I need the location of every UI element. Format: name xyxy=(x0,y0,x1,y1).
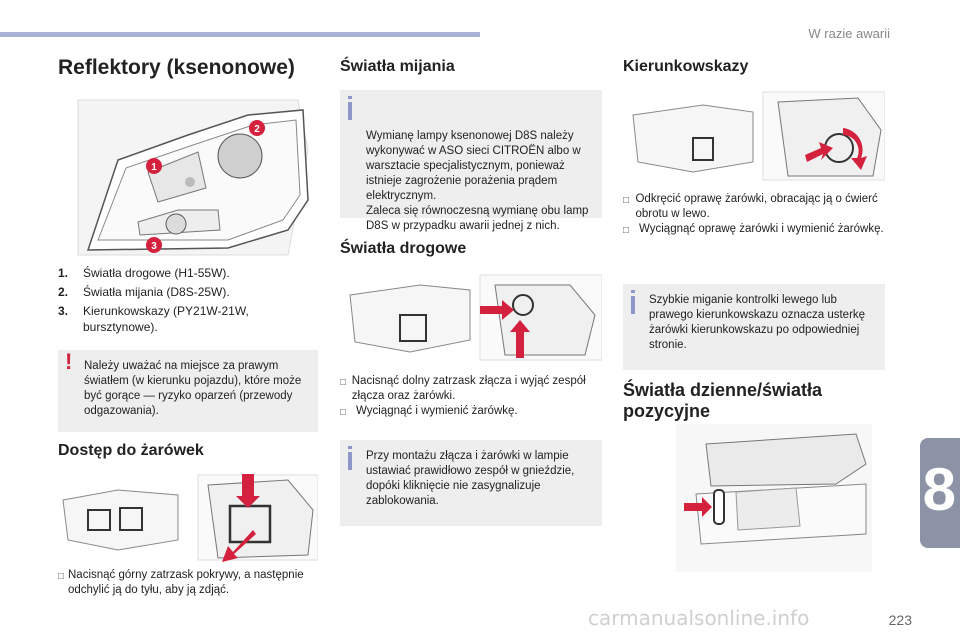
marker-1-label: 1 xyxy=(151,162,157,173)
watermark: carmanualsonline.info xyxy=(588,606,810,630)
marker-3-icon: 3 xyxy=(146,237,162,253)
marker-2-icon: 2 xyxy=(249,120,265,136)
legend-item: 2. Światła mijania (D8S-25W). xyxy=(58,284,318,300)
high-beam-info-text: Przy montażu złącza i żarówki w lampie u… xyxy=(366,450,575,507)
square-bullet-icon: □ xyxy=(623,195,630,206)
square-bullet-icon: □ xyxy=(58,571,65,582)
high-beam-title: Światła drogowe xyxy=(340,240,467,257)
access-illustration xyxy=(58,470,318,562)
high-beam-info-box: Przy montażu złącza i żarówki w lampie u… xyxy=(340,440,602,526)
low-beam-title: Światła mijania xyxy=(340,58,455,75)
square-bullet-icon: □ xyxy=(340,407,347,418)
step-text: Nacisnąć górny zatrzask pokrywy, a nastę… xyxy=(68,569,304,596)
turn-signal-info-box: Szybkie miganie kontrolki lewego lub pra… xyxy=(623,284,885,370)
step-item: □ Nacisnąć dolny zatrzask złącza i wyjąć … xyxy=(340,374,602,404)
warning-box: ! Należy uważać na miejsce za prawym świ… xyxy=(58,350,318,432)
drl-illustration xyxy=(676,424,872,572)
legend-item: 3. Kierunkowskazy (PY21W-21W, bursztynowe… xyxy=(58,303,318,335)
high-beam-illustration xyxy=(340,270,602,362)
chapter-tab xyxy=(920,438,960,548)
headlamps-title: Reflektory (ksenonowe) xyxy=(58,56,295,79)
marker-1-icon: 1 xyxy=(146,158,162,174)
marker-2-label: 2 xyxy=(254,124,260,135)
warning-text: Należy uważać na miejsce za prawym świat… xyxy=(84,360,302,417)
step-item: □ Wyciągnąć i wymienić żarówkę. xyxy=(340,404,602,420)
exclamation-icon: ! xyxy=(65,349,73,374)
section-title: W razie awarii xyxy=(808,26,890,41)
chapter-number: 8 xyxy=(922,456,956,523)
square-bullet-icon: □ xyxy=(623,225,630,236)
turn-signal-info-text: Szybkie miganie kontrolki lewego lub pra… xyxy=(649,294,866,351)
legend-text: Światła drogowe (H1-55W). xyxy=(83,266,230,280)
access-steps: □Nacisnąć górny zatrzask pokrywy, a nast… xyxy=(58,568,318,598)
header-bar xyxy=(0,32,480,37)
legend-text: Kierunkowskazy (PY21W-21W, bursztynowe). xyxy=(83,304,249,334)
legend-num: 3. xyxy=(58,304,69,318)
square-bullet-icon: □ xyxy=(340,377,347,388)
legend-text: Światła mijania (D8S-25W). xyxy=(83,285,230,299)
step-text: Odkręcić oprawę żarówki, obracając ją o … xyxy=(635,193,878,220)
step-item: □ Odkręcić oprawę żarówki, obracając ją o… xyxy=(623,192,885,222)
info-i-icon xyxy=(631,290,635,314)
access-title: Dostęp do żarówek xyxy=(58,442,204,459)
step-item: □Nacisnąć górny zatrzask pokrywy, a nast… xyxy=(58,568,318,598)
step-text: Nacisnąć dolny zatrzask złącza i wyjąć z… xyxy=(351,375,586,402)
info-i-icon xyxy=(348,446,352,470)
low-beam-info-box: Wymianę lampy ksenonowej D8S należy wyko… xyxy=(340,90,602,232)
drl-title: Światła dzienne/światła pozycyjne xyxy=(623,380,823,421)
step-item: □ Wyciągnąć oprawę żarówki i wymienić żar… xyxy=(623,222,885,238)
headlamp-illustration: 1 2 3 xyxy=(58,90,318,262)
marker-3-label: 3 xyxy=(151,241,157,252)
low-beam-info-text: Wymianę lampy ksenonowej D8S należy wyko… xyxy=(366,130,589,232)
turn-signal-title: Kierunkowskazy xyxy=(623,58,749,75)
high-beam-steps: □ Nacisnąć dolny zatrzask złącza i wyjąć … xyxy=(340,374,602,420)
turn-signal-illustration xyxy=(623,90,885,182)
turn-signal-steps: □ Odkręcić oprawę żarówki, obracając ją o… xyxy=(623,192,885,238)
page-number: 223 xyxy=(888,612,912,628)
step-text: Wyciągnąć i wymienić żarówkę. xyxy=(356,405,518,417)
legend-num: 1. xyxy=(58,266,69,280)
legend-item: 1. Światła drogowe (H1-55W). xyxy=(58,265,318,281)
bulb-legend: 1. Światła drogowe (H1-55W). 2. Światła mi… xyxy=(58,265,318,338)
step-text: Wyciągnąć oprawę żarówki i wymienić żaró… xyxy=(639,223,884,235)
info-i-icon xyxy=(348,96,352,120)
legend-num: 2. xyxy=(58,285,69,299)
